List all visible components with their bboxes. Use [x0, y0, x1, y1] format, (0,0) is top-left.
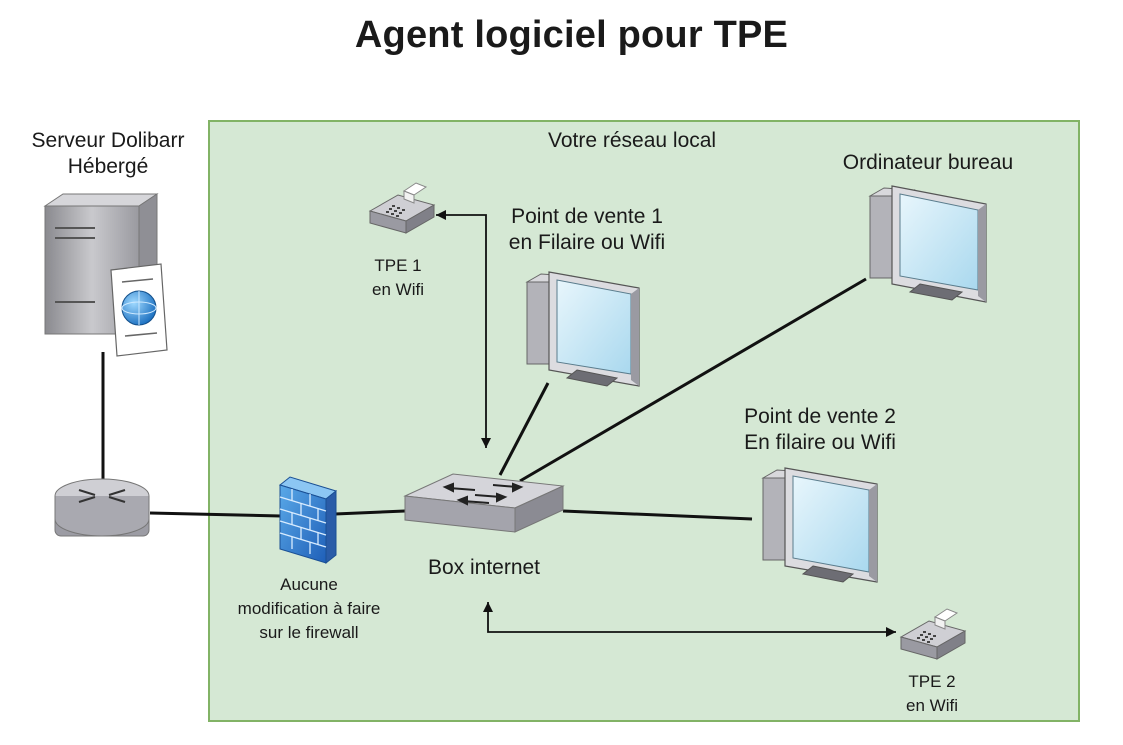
- link-box-office: [519, 277, 867, 483]
- pos2-label: Point de vente 2 En filaire ou Wifi: [744, 405, 896, 454]
- diagram-title: Agent logiciel pour TPE: [354, 14, 789, 56]
- computer-icon[interactable]: [525, 271, 640, 387]
- firewall-icon[interactable]: [278, 476, 338, 565]
- link-box-pos1: [498, 382, 550, 476]
- switch-icon[interactable]: [403, 473, 565, 533]
- server-icon[interactable]: [43, 193, 168, 357]
- link-tpe1-box: [436, 210, 491, 448]
- firewall-label: Aucune modification à faire sur le firew…: [237, 575, 381, 642]
- link-box-pos2: [562, 509, 753, 521]
- pos1-label: Point de vente 1 en Filaire ou Wifi: [508, 205, 666, 254]
- link-router-firewall: [149, 511, 282, 518]
- link-box-tpe2: [483, 602, 896, 637]
- computer-icon[interactable]: [868, 185, 987, 303]
- wifi-links: [436, 210, 896, 637]
- router-icon[interactable]: [54, 478, 150, 537]
- tpe1-label: TPE 1 en Wifi: [372, 256, 424, 299]
- box-internet-label: Box internet: [427, 556, 541, 579]
- link-firewall-box: [334, 509, 406, 516]
- local-network-label: Votre réseau local: [548, 129, 717, 152]
- office-computer-label: Ordinateur bureau: [842, 151, 1014, 174]
- payment-terminal-icon[interactable]: [368, 182, 436, 234]
- payment-terminal-icon[interactable]: [899, 608, 967, 660]
- server-label: Serveur Dolibarr Hébergé: [31, 129, 185, 178]
- computer-icon[interactable]: [761, 467, 878, 583]
- connections: [101, 277, 867, 521]
- tpe2-label: TPE 2 en Wifi: [906, 672, 958, 715]
